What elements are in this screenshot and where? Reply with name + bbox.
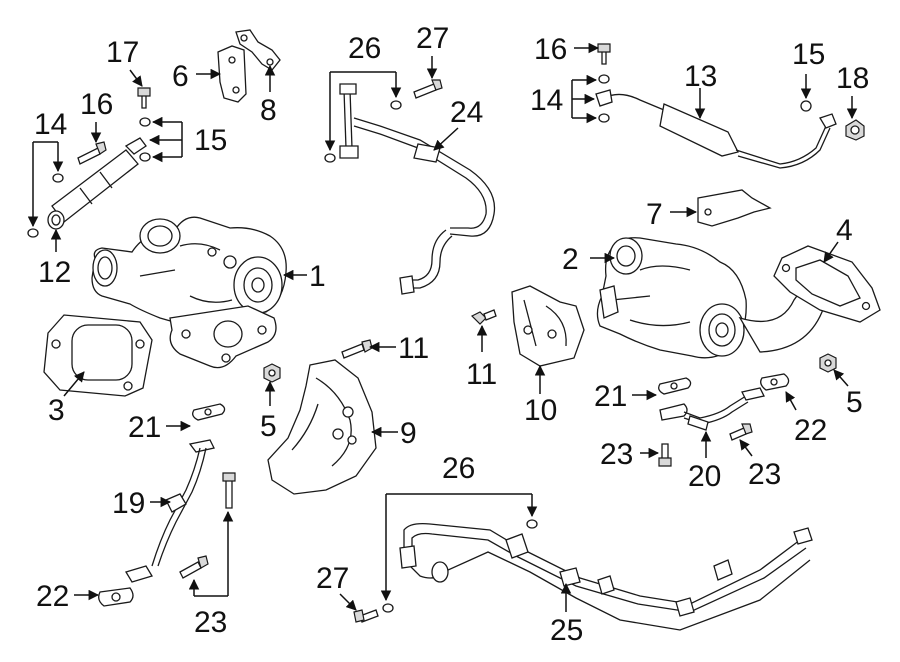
callout-23-left: 23 xyxy=(194,606,227,639)
callout-numbers: 1 2 3 4 5 5 6 7 8 9 10 11 11 12 13 14 14… xyxy=(34,22,869,647)
callout-1: 1 xyxy=(309,260,326,293)
callout-8: 8 xyxy=(260,94,277,127)
nut-5-right xyxy=(819,353,837,373)
callout-5-right: 5 xyxy=(846,386,863,419)
callout-21-right: 21 xyxy=(594,380,627,413)
bracket-8 xyxy=(235,29,281,71)
bolts xyxy=(77,43,753,623)
callout-23-right-a: 23 xyxy=(600,438,633,471)
coolant-tube-25 xyxy=(399,522,813,631)
turbocharger-right xyxy=(596,237,833,359)
oil-tube-13 xyxy=(595,89,837,169)
bolt-11-a xyxy=(341,339,373,359)
coolant-tube-24 xyxy=(339,83,496,295)
callout-16-left: 16 xyxy=(80,88,113,121)
washers xyxy=(27,74,812,613)
callout-27-bottom: 27 xyxy=(316,562,349,595)
oil-return-20 xyxy=(659,387,765,431)
callout-5-left: 5 xyxy=(260,410,277,443)
callout-7: 7 xyxy=(646,198,663,231)
callout-12: 12 xyxy=(38,256,71,289)
callout-15-left: 15 xyxy=(194,124,227,157)
callout-20: 20 xyxy=(688,460,721,493)
callout-15-right: 15 xyxy=(792,38,825,71)
actuator-12 xyxy=(47,137,147,230)
callout-23-right-b: 23 xyxy=(748,458,781,491)
callout-26-bottom: 26 xyxy=(442,452,475,485)
callout-13: 13 xyxy=(684,60,717,93)
callout-6: 6 xyxy=(172,60,189,93)
callout-16-right: 16 xyxy=(534,33,567,66)
bolt-11-b xyxy=(470,309,497,325)
fitting-18 xyxy=(845,119,865,141)
callout-4: 4 xyxy=(836,214,853,247)
callout-11-a: 11 xyxy=(398,332,429,365)
callout-25: 25 xyxy=(550,614,583,647)
leader-lines xyxy=(27,42,858,612)
callout-19: 19 xyxy=(112,487,145,520)
nut-5-left xyxy=(263,363,281,383)
callout-21-left: 21 xyxy=(128,411,161,444)
callout-10: 10 xyxy=(524,394,557,427)
callout-22-left: 22 xyxy=(36,580,69,613)
callout-11-b: 11 xyxy=(466,358,497,391)
turbocharger-left xyxy=(91,216,287,369)
callout-14-left: 14 xyxy=(34,108,67,141)
callout-27-top: 27 xyxy=(416,22,449,55)
callout-26-top: 26 xyxy=(348,32,381,65)
callout-3: 3 xyxy=(48,394,65,427)
callout-2: 2 xyxy=(562,243,579,276)
gasket-3 xyxy=(43,314,153,397)
bracket-7 xyxy=(697,189,772,227)
callout-14-right: 14 xyxy=(530,84,563,117)
bracket-6 xyxy=(217,45,247,103)
callout-9: 9 xyxy=(400,417,417,450)
callout-17: 17 xyxy=(106,36,139,69)
callout-24: 24 xyxy=(450,96,483,129)
callout-22-right: 22 xyxy=(794,414,827,447)
heat-shield-10 xyxy=(511,285,585,367)
heat-shield-9 xyxy=(267,359,377,495)
callout-18: 18 xyxy=(836,62,869,95)
